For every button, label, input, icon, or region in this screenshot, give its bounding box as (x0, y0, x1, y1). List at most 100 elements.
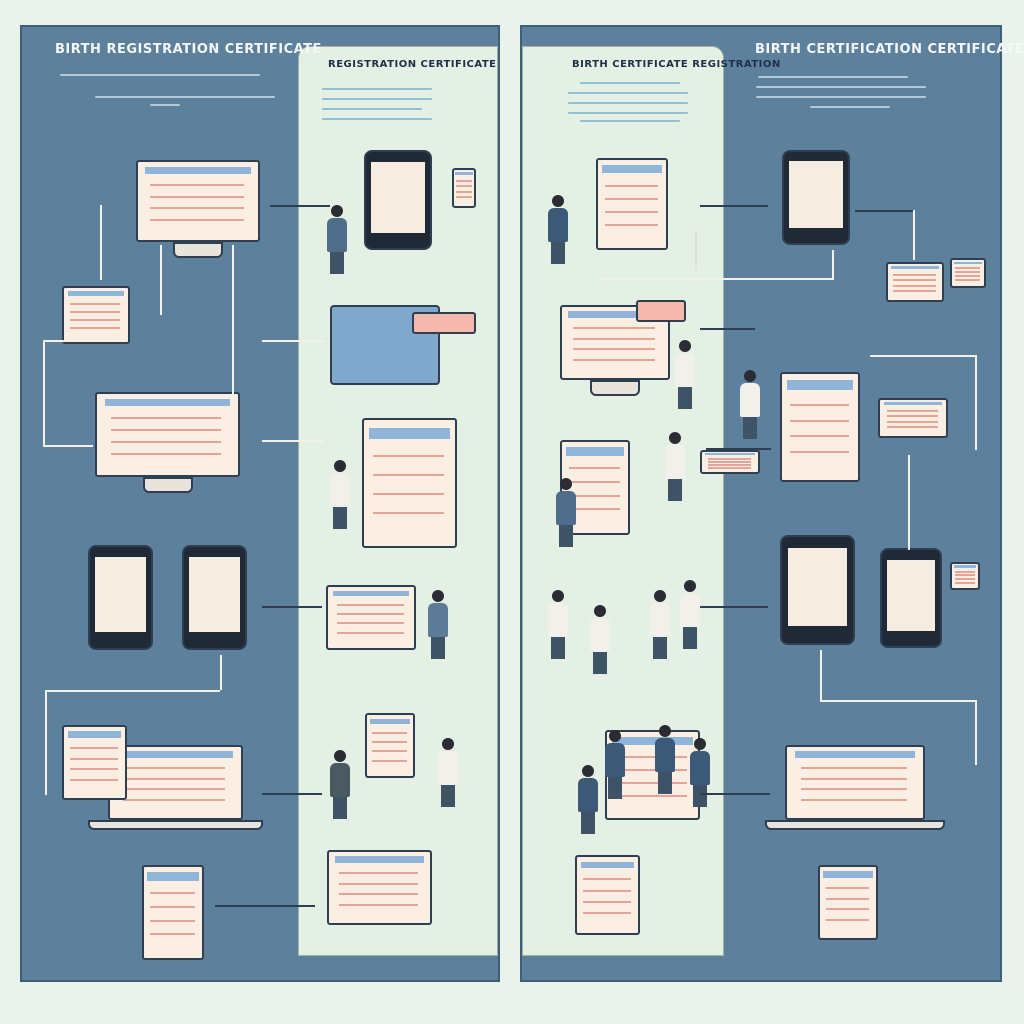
text-line (339, 893, 418, 896)
phone-screen (371, 161, 425, 233)
text-placeholder (322, 98, 432, 100)
phone-screen (886, 559, 936, 631)
header-bar (369, 718, 411, 725)
text-line (456, 185, 472, 188)
text-placeholder (758, 76, 908, 78)
text-line (456, 196, 472, 199)
text-line (123, 798, 226, 801)
person-head (609, 730, 621, 742)
text-line (825, 908, 870, 911)
phone (880, 548, 942, 648)
person (690, 738, 710, 807)
person-legs (441, 785, 455, 807)
person (590, 605, 610, 674)
text-line (955, 275, 981, 278)
text-line (568, 508, 621, 511)
text-line (456, 190, 472, 193)
text-placeholder (95, 96, 275, 98)
text-line (572, 358, 656, 361)
text-placeholder (322, 88, 432, 90)
text-line (149, 892, 196, 895)
text-line (339, 871, 418, 874)
document (142, 865, 204, 960)
person-body (590, 618, 610, 652)
connector (600, 278, 832, 280)
header-bar (580, 861, 635, 869)
person-head (432, 590, 444, 602)
text-line (70, 311, 121, 314)
double-arrow (262, 606, 322, 608)
person-legs (683, 627, 697, 649)
person-legs (333, 797, 347, 819)
person (548, 195, 568, 264)
connector (913, 210, 915, 260)
connector (820, 650, 822, 700)
text-placeholder (322, 118, 432, 120)
text-placeholder (810, 106, 890, 108)
document (950, 562, 980, 590)
text-line (111, 428, 222, 431)
text-line (371, 750, 408, 753)
monitor-stand (142, 477, 193, 493)
text-line (336, 631, 404, 634)
text-line (583, 889, 631, 892)
person-legs (593, 652, 607, 674)
person-head (594, 605, 606, 617)
header-bar (67, 731, 122, 738)
person (548, 590, 568, 659)
text-line (371, 732, 408, 735)
text-line (789, 451, 849, 454)
person-body (578, 778, 598, 812)
person-body (650, 603, 670, 637)
person-body (548, 208, 568, 242)
person-head (659, 725, 671, 737)
text-line (893, 274, 936, 277)
double-arrow (700, 205, 768, 207)
text-line (893, 284, 936, 287)
right-inner-title: BIRTH CERTIFICATE REGISTRATION (572, 59, 781, 70)
text-line (825, 897, 870, 900)
message-bubble (412, 312, 476, 334)
text-line (604, 224, 658, 227)
text-line (373, 474, 445, 477)
double-arrow (270, 205, 330, 207)
person-body (690, 751, 710, 785)
text-line (70, 319, 121, 322)
connector (100, 205, 102, 280)
text-line (886, 415, 939, 418)
text-placeholder (568, 102, 688, 104)
person-head (684, 580, 696, 592)
phone (780, 535, 855, 645)
header-bar (105, 398, 230, 407)
person-body (740, 383, 760, 417)
connector (820, 700, 975, 702)
person-legs (678, 387, 692, 409)
person-head (582, 765, 594, 777)
document (886, 262, 944, 302)
person (327, 205, 347, 274)
person (740, 370, 760, 439)
text-line (583, 878, 631, 881)
person (605, 730, 625, 799)
text-line (707, 463, 752, 466)
text-line (111, 440, 222, 443)
text-line (886, 426, 939, 429)
text-line (149, 906, 196, 909)
document (62, 725, 127, 800)
person-legs (551, 242, 565, 264)
message-bubble (636, 300, 686, 322)
header-bar (705, 453, 755, 455)
stand (695, 230, 697, 270)
document (950, 258, 986, 288)
text-line (707, 460, 752, 463)
person-head (744, 370, 756, 382)
person (428, 590, 448, 659)
text-line (893, 279, 936, 282)
text-line (70, 778, 118, 781)
text-line (954, 574, 975, 577)
document (326, 585, 416, 650)
text-line (371, 741, 408, 744)
text-line (800, 766, 907, 769)
text-line (70, 746, 118, 749)
text-line (373, 511, 445, 514)
